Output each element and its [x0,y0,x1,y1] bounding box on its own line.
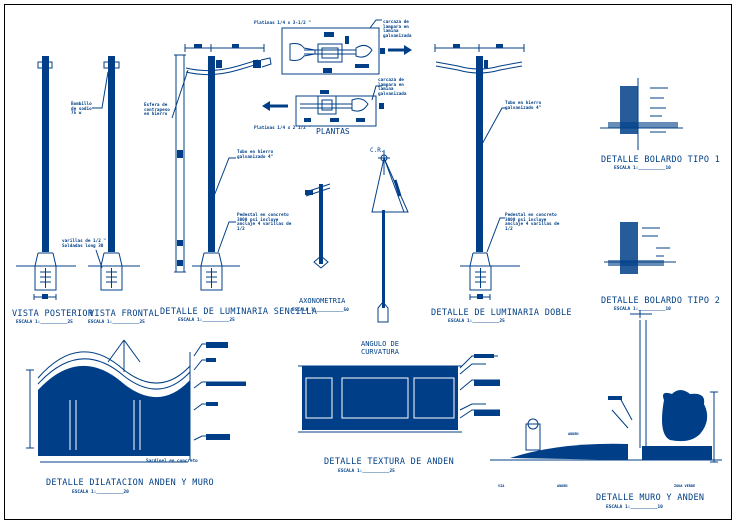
scale-bolardo-1: ESCALA 1:__________10 [614,166,671,171]
note-esfera: Esfera de contrapeso en hierro [144,103,170,117]
title-muro-anden: DETALLE MURO Y ANDEN [596,493,705,503]
sheet-frame [4,4,732,520]
title-textura: DETALLE TEXTURA DE ANDEN [324,457,455,467]
scale-textura: ESCALA 1:__________25 [338,469,395,474]
scale-vista-posterior: ESCALA 1:__________25 [16,320,73,325]
heading-angulo-curvatura: ANGULO DE CURVATURA [361,340,399,356]
title-luminaria-sencilla: DETALLE DE LUMINARIA SENCILLA [160,307,318,317]
note-carcasa-bottom: carcaza de lampara en lamina galvanizada [378,78,407,97]
pole-luminaria-sencilla [171,44,272,291]
title-dilatacion: DETALLE DILATACION ANDEN Y MURO [46,478,214,488]
scale-dilatacion: ESCALA 1:__________20 [72,490,129,495]
pole-vista-posterior [16,56,76,300]
label-anden-bottom: ANDEN [557,484,568,488]
note-bombillo: Bombillo de sodio 75 w [71,102,92,116]
label-anden-top: ANDEN [568,432,579,436]
note-tubo-doble: Tubo en hierro galvanizado 4" [505,101,542,111]
bolardo-tipo-2-detail [604,222,676,318]
scale-vista-frontal: ESCALA 1:__________25 [88,320,145,325]
note-platina-top: Platinas 1/4 x 3-1/2 " [254,21,311,26]
bolardo-tipo-1-detail [600,78,683,150]
muro-anden-detail [490,320,722,463]
label-zona-verde: ZONA VERDE [674,484,696,488]
title-plantas: PLANTAS [316,127,350,136]
scale-luminaria-sencilla: ESCALA 1:__________25 [178,318,235,323]
scale-bolardo-2: ESCALA 1:__________10 [614,307,671,312]
plantas-plan-views [262,19,412,127]
note-varillas: varillas de 1/2 " Soldadas long 30 [62,239,106,249]
pole-vista-frontal [88,56,140,291]
title-axonometria: AXONOMETRIA [299,297,346,305]
dilatacion-anden-muro-detail [26,339,246,463]
scale-luminaria-doble: ESCALA 1:__________25 [448,319,505,324]
title-vista-frontal: VISTA FRONTAL [89,309,160,319]
note-pedestal-sencilla: Pedestal en concreto 3000 psi incluye an… [237,213,292,232]
note-platina-bottom: Platinas 1/4 x 2 1/2 " [254,126,311,131]
note-cr: C.R. [370,147,385,154]
title-bolardo-1: DETALLE BOLARDO TIPO 1 [601,155,721,165]
note-pedestal-doble: Pedestal en concreto 3000 psi incluye an… [505,213,560,232]
swing-diagram [371,150,409,323]
axonometria-view [305,183,331,269]
textura-anden-detail [298,354,500,433]
note-carcasa-top: carcaza de lampara en lamina galvanizada [383,20,412,39]
title-vista-posterior: VISTA POSTERIOR [12,309,94,319]
pole-luminaria-doble [434,44,525,300]
title-luminaria-doble: DETALLE DE LUMINARIA DOBLE [431,308,572,318]
note-tubo-sencilla: Tubo en hierro galvanizado 4" [237,150,274,160]
scale-muro-anden: ESCALA 1:__________10 [606,505,663,510]
title-bolardo-2: DETALLE BOLARDO TIPO 2 [601,296,721,306]
note-sardinel: Sardinel en concreto [146,459,198,464]
label-via: VIA [498,484,505,488]
scale-axonometria: ESCALA 1:__________50 [292,308,349,313]
